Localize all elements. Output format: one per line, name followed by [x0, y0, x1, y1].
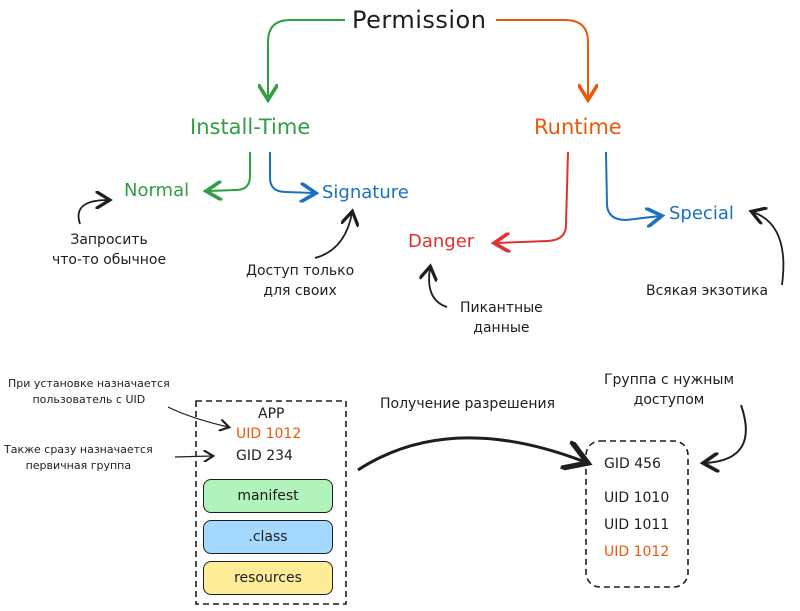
arrow-note-group [705, 404, 747, 463]
app-box-outline [195, 400, 347, 605]
resources-block: resources [203, 561, 333, 595]
note-danger-line1: Пикантные [460, 300, 543, 316]
normal-node: Normal [124, 180, 190, 201]
note-uid-line1: При установке назначается [8, 377, 170, 390]
note-gid-line2: первичная группа [25, 459, 132, 472]
group-uid-1012: UID 1012 [604, 544, 670, 560]
note-group-line1: Группа с нужным [604, 372, 735, 388]
note-special: Всякая экзотика [646, 283, 769, 299]
permission-title: Permission [352, 6, 487, 34]
note-signature: Доступ только для своих [246, 261, 354, 301]
note-gid-assign: Также сразу назначается первичная группа [4, 442, 153, 474]
signature-node: Signature [322, 182, 409, 203]
note-signature-line2: для своих [263, 283, 337, 299]
arrow-note-signature [314, 213, 352, 259]
arrow-install-normal [208, 152, 251, 191]
arrow-runtime-danger [496, 151, 569, 243]
class-block: .class [203, 520, 333, 554]
arrow-note-uid [167, 406, 228, 427]
runtime-node: Runtime [534, 115, 622, 139]
note-normal-line1: Запросить [70, 232, 148, 248]
arrow-permission-runtime [496, 19, 588, 98]
danger-node: Danger [408, 231, 475, 252]
arrow-get-permission [357, 436, 585, 472]
app-label: APP [258, 406, 285, 422]
arrow-permission-install [268, 19, 345, 98]
note-normal: Запросить что-то обычное [52, 230, 166, 270]
note-gid-line1: Также сразу назначается [4, 443, 153, 456]
arrow-note-danger [429, 268, 448, 308]
arrow-note-gid [174, 456, 212, 457]
app-uid: UID 1012 [236, 426, 302, 442]
note-signature-line1: Доступ только [246, 263, 355, 279]
note-group: Группа с нужным доступом [604, 370, 734, 410]
note-uid-line2: пользователь с UID [32, 393, 146, 406]
app-gid: GID 234 [236, 448, 293, 464]
install-time-node: Install-Time [190, 115, 311, 139]
group-uid-1010: UID 1010 [604, 490, 670, 506]
manifest-block: manifest [203, 479, 333, 513]
group-gid: GID 456 [604, 456, 661, 472]
note-danger-line2: данные [473, 320, 530, 336]
arrow-install-signature [269, 152, 314, 193]
note-group-line2: доступом [633, 392, 705, 408]
note-normal-line2: что-то обычное [52, 252, 167, 268]
group-uid-1011: UID 1011 [604, 517, 670, 533]
arrow-note-normal [77, 200, 108, 225]
group-box-outline [585, 440, 689, 588]
special-node: Special [669, 203, 734, 224]
arrow-runtime-special [605, 151, 660, 220]
get-permission-label: Получение разрешения [380, 396, 556, 412]
note-danger: Пикантные данные [460, 298, 543, 338]
arrow-note-special [753, 212, 785, 286]
note-uid-assign: При установке назначается пользователь с… [8, 376, 170, 408]
